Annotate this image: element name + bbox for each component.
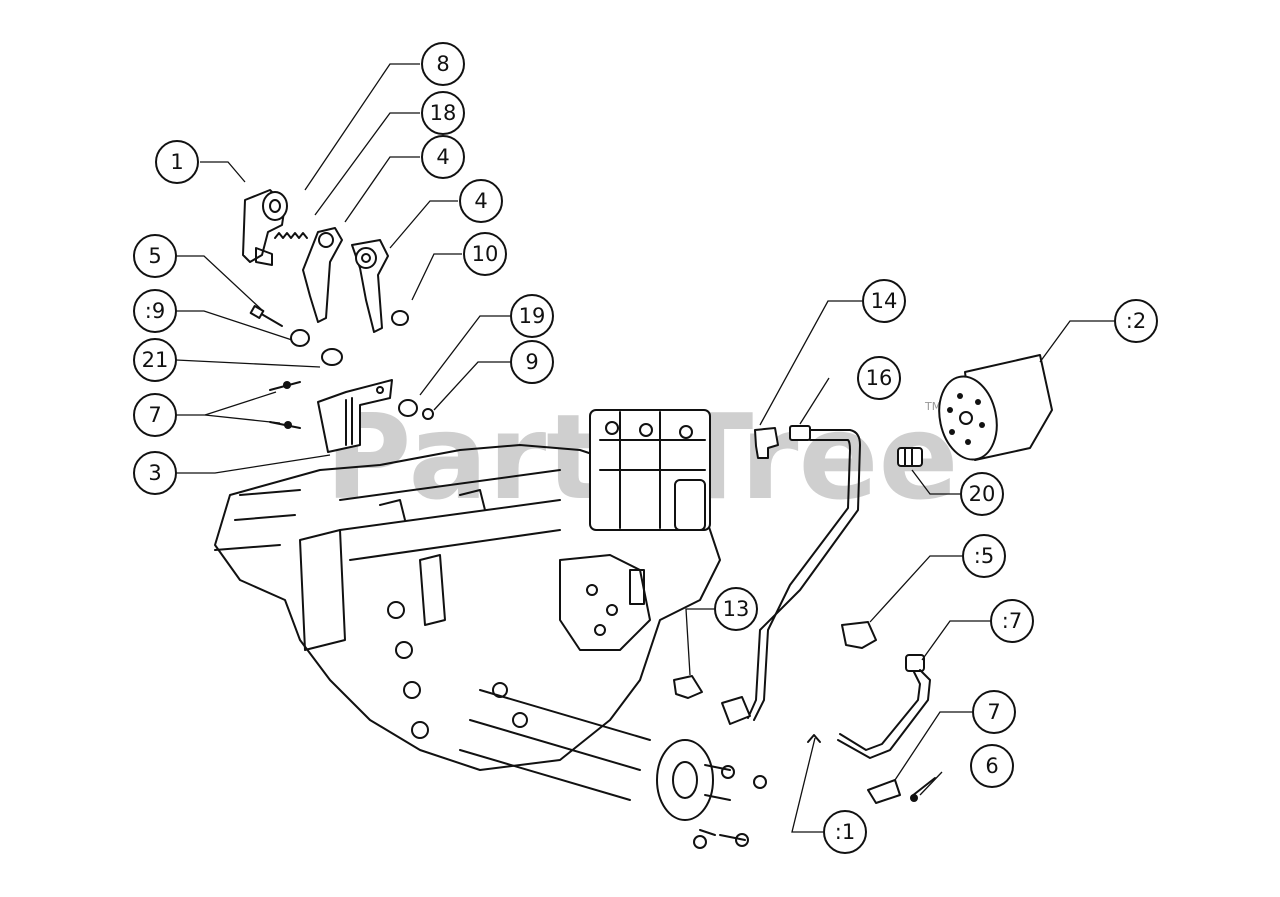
callout-20: 20 — [960, 472, 1004, 516]
callout-7a: 7 — [133, 393, 177, 437]
oil-tube-main — [721, 429, 861, 725]
callout-20-label: 20 — [969, 482, 996, 506]
callout-21: 21 — [133, 338, 177, 382]
part-21-nut — [321, 348, 343, 366]
callout-6-label: 6 — [985, 754, 998, 778]
part-4-plate-a — [302, 227, 343, 323]
part-9-nut — [422, 408, 434, 420]
callout-17-circle — [990, 599, 1034, 643]
callout-9-label: 9 — [525, 350, 538, 374]
callout-18-circle — [421, 91, 465, 135]
callout-14-circle — [862, 279, 906, 323]
callout-7a-circle — [133, 393, 177, 437]
callout-10-circle — [463, 232, 507, 276]
callout-13-circle — [714, 587, 758, 631]
leader-lines — [175, 63, 1114, 833]
callout-3-circle — [133, 451, 177, 495]
part-19-washer-b — [398, 399, 418, 417]
callout-7b-label: 7 — [987, 700, 1000, 724]
part-13-fitting — [673, 675, 703, 699]
callout-13-label: 13 — [723, 597, 750, 621]
callout-12-label: :2 — [1126, 309, 1146, 333]
callout-18-label: 18 — [430, 101, 457, 125]
part-17-tube — [837, 654, 931, 759]
part-5-bolt — [249, 305, 283, 327]
watermark-trademark: TM — [924, 400, 941, 413]
callout-15: :5 — [962, 534, 1006, 578]
callout-11-label: :1 — [835, 820, 855, 844]
part-3-bracket — [317, 379, 393, 453]
callout-18: 18 — [421, 91, 465, 135]
callout-8-label: 8 — [436, 52, 449, 76]
callout-21-label: 21 — [142, 348, 169, 372]
callout-3-label: 3 — [148, 461, 161, 485]
callout-16-circle — [857, 356, 901, 400]
callout-10-label: 10 — [472, 242, 499, 266]
callout-12: :2 — [1114, 299, 1158, 343]
part-1-lever — [242, 189, 288, 266]
part-18-spring — [274, 232, 308, 239]
callout-6: 6 — [970, 744, 1014, 788]
part-11-clip — [807, 734, 821, 743]
callout-17: :7 — [990, 599, 1034, 643]
callout-1-label: 1 — [170, 150, 183, 174]
transmission-body — [214, 409, 767, 849]
callout-14: 14 — [862, 279, 906, 323]
callout-5: 5 — [133, 234, 177, 278]
callout-5-label: 5 — [148, 244, 161, 268]
callout-19a: :9 — [133, 289, 177, 333]
callout-6-circle — [970, 744, 1014, 788]
callout-4a-label: 4 — [436, 145, 449, 169]
callout-11-circle — [823, 810, 867, 854]
part-10-ring — [391, 310, 409, 326]
part-19-washer-a — [290, 329, 310, 347]
callout-4b-circle — [459, 179, 503, 223]
callout-8-circle — [421, 42, 465, 86]
callout-9: 9 — [510, 340, 554, 384]
callout-19b-circle — [510, 294, 554, 338]
part-16-fitting — [789, 425, 811, 441]
callout-4b-label: 4 — [474, 189, 487, 213]
callout-4a: 4 — [421, 135, 465, 179]
callout-12-circle — [1114, 299, 1158, 343]
callout-7b: 7 — [972, 690, 1016, 734]
callout-4a-circle — [421, 135, 465, 179]
part-14-elbow — [754, 427, 779, 459]
callout-11: :1 — [823, 810, 867, 854]
callout-19b-label: 19 — [519, 304, 546, 328]
callout-5-circle — [133, 234, 177, 278]
callout-17-label: :7 — [1002, 609, 1022, 633]
callout-13: 13 — [714, 587, 758, 631]
callout-15-label: :5 — [974, 544, 994, 568]
callout-20-circle — [960, 472, 1004, 516]
callout-19a-circle — [133, 289, 177, 333]
callout-19a-label: :9 — [145, 299, 165, 323]
callout-4b: 4 — [459, 179, 503, 223]
part-20-nipple — [897, 447, 923, 467]
callout-7b-circle — [972, 690, 1016, 734]
part-15-fitting — [841, 621, 877, 649]
callout-3: 3 — [133, 451, 177, 495]
callout-7a-label: 7 — [148, 403, 161, 427]
part-4-plate-b — [351, 239, 389, 333]
callout-19b: 19 — [510, 294, 554, 338]
callout-1-circle — [155, 140, 199, 184]
callout-16: 16 — [857, 356, 901, 400]
callout-21-circle — [133, 338, 177, 382]
callout-16-label: 16 — [866, 366, 893, 390]
callout-8: 8 — [421, 42, 465, 86]
part-7-clamp — [867, 779, 901, 804]
part-12-filter — [938, 354, 1053, 461]
callout-14-label: 14 — [871, 289, 898, 313]
callout-9-circle — [510, 340, 554, 384]
callout-10: 10 — [463, 232, 507, 276]
part-6-screw — [910, 777, 936, 802]
callout-1: 1 — [155, 140, 199, 184]
callout-15-circle — [962, 534, 1006, 578]
